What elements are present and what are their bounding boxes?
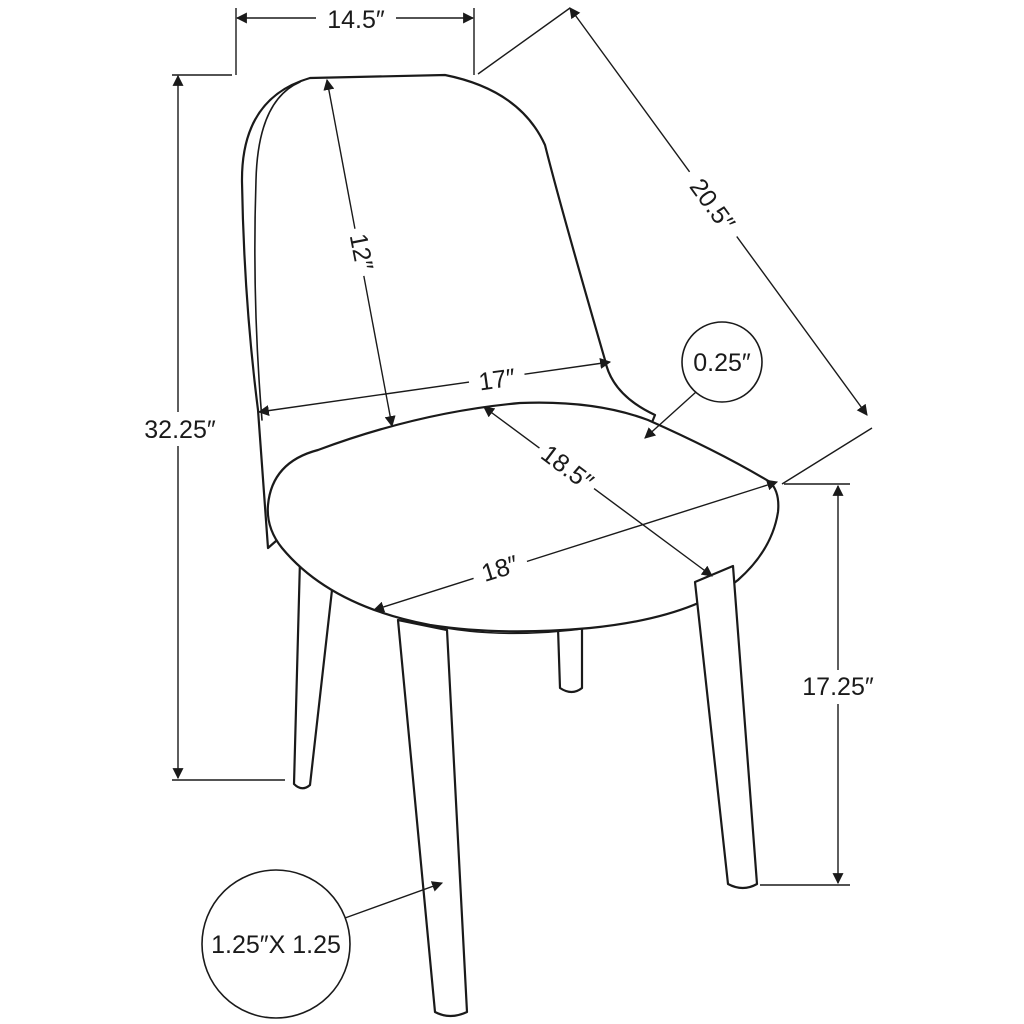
label-thickness: 0.25″ bbox=[693, 349, 751, 377]
callout-arrow-leg-size bbox=[344, 881, 444, 919]
extension-line-diagonal-bottom bbox=[781, 427, 873, 485]
label-mask-seat-height bbox=[800, 670, 878, 704]
front-left-leg bbox=[396, 618, 469, 1018]
label-overall-height: 32.25″ bbox=[144, 416, 216, 444]
back-left-leg bbox=[292, 558, 334, 790]
label-group-back-height: 12″ bbox=[342, 225, 382, 279]
front-right-leg bbox=[693, 564, 759, 890]
extension-line-diagonal-top bbox=[477, 7, 571, 75]
dimension-line-back-width bbox=[257, 357, 612, 417]
callout-circle-thickness bbox=[681, 321, 763, 403]
dimension-line-seat-width bbox=[372, 479, 779, 613]
label-back-height: 12″ bbox=[344, 231, 379, 272]
backrest-shell-edge bbox=[254, 81, 301, 421]
label-mask-overall-height bbox=[140, 412, 220, 446]
label-seat-height: 17.25″ bbox=[802, 673, 874, 701]
callout-circle-leg-size bbox=[201, 869, 351, 1019]
label-mask-top-width bbox=[316, 4, 396, 34]
label-leg-size: 1.25″X 1.25 bbox=[211, 931, 341, 959]
seat-underside-edge bbox=[429, 624, 591, 635]
label-group-back-width: 17″ bbox=[467, 360, 527, 398]
back-right-leg bbox=[556, 623, 584, 694]
label-back-width: 17″ bbox=[477, 364, 517, 397]
label-top-width: 14.5″ bbox=[327, 6, 385, 34]
label-group-diagonal-depth: 20.5″ bbox=[677, 163, 749, 246]
